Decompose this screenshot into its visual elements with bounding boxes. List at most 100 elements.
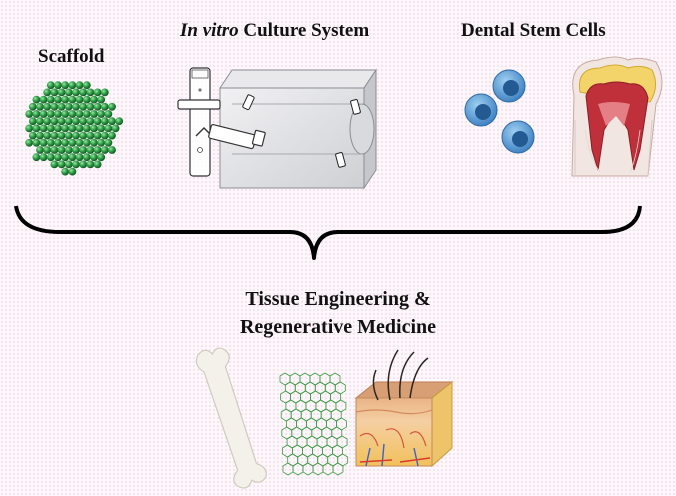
scaffold-bead (46, 124, 55, 133)
scaffold-bead (28, 131, 37, 140)
nanotube-cell (335, 399, 347, 413)
scaffold-bead (72, 88, 80, 97)
scaffold-bead (72, 131, 80, 140)
scaffold-bead (54, 153, 62, 162)
stem-cell-icon (464, 93, 498, 127)
scaffold-bead (61, 153, 70, 162)
scaffold-bead (54, 124, 62, 133)
scaffold-bead (75, 138, 84, 147)
scaffold-bead (61, 138, 70, 147)
scaffold-bead (50, 146, 59, 154)
scaffold-label: Scaffold (38, 46, 105, 67)
scaffold-bead (32, 124, 41, 133)
scaffold-bead (46, 95, 55, 104)
tooth-icon (571, 56, 663, 177)
in-vitro-italic-text: In vitro (180, 20, 239, 41)
scaffold-bead (82, 138, 91, 147)
scaffold-bead (90, 95, 98, 104)
scaffold-bead (64, 117, 73, 126)
scaffold-bead (100, 131, 109, 140)
scaffold-bead (64, 88, 73, 97)
scaffold-bead (97, 124, 106, 133)
scaffold-bead (104, 124, 113, 133)
scaffold-bead (108, 102, 116, 111)
dental-stem-cells-label: Dental Stem Cells (461, 20, 606, 41)
scaffold-bead (93, 117, 102, 126)
scaffold-bead (54, 81, 62, 90)
scaffold-bead (46, 153, 55, 162)
scaffold-bead (108, 146, 116, 154)
scaffold-bead (25, 138, 34, 147)
scaffold-bead (97, 95, 106, 104)
scaffold-bead (79, 160, 88, 169)
scaffold-bead (64, 146, 73, 154)
nanotube-cell (336, 417, 347, 431)
scaffold-bead (68, 153, 77, 162)
tissue-engineering-line: Tissue Engineering & (245, 288, 431, 310)
scaffold-bead (82, 110, 91, 118)
scaffold-bead (75, 81, 84, 90)
scaffold-bead (100, 146, 109, 154)
scaffold-bead (25, 124, 34, 133)
scaffold-bead (36, 102, 44, 111)
nanotube-icon (279, 372, 349, 476)
scaffold-bead (50, 102, 59, 111)
scaffold-bead (86, 102, 95, 111)
scaffold-bead (100, 88, 109, 97)
scaffold-bead (97, 110, 106, 118)
scaffold-bead (61, 124, 70, 133)
regenerative-medicine-line: Regenerative Medicine (239, 316, 437, 338)
scaffold-bead (90, 138, 98, 147)
scaffold-bead (32, 138, 41, 147)
scaffold-bead (79, 131, 88, 140)
scaffold-bead (32, 110, 41, 118)
scaffold-bead (28, 117, 37, 126)
scaffold-bead (75, 124, 84, 133)
scaffold-bead (50, 88, 59, 97)
scaffold-bead (72, 117, 80, 126)
scaffold-bead (57, 146, 66, 154)
nanotube-cell (282, 462, 294, 476)
scaffold-bead (79, 146, 88, 154)
scaffold-bead (46, 138, 55, 147)
scaffold-bead (86, 160, 95, 169)
scaffold-bead (100, 102, 109, 111)
scaffold-bead (108, 131, 116, 140)
scaffold-bead (43, 146, 52, 154)
culture-system-label: In vitro Culture System (180, 20, 369, 42)
scaffold-bead (82, 124, 91, 133)
stem-cell-icon (492, 69, 526, 103)
scaffold-bead (61, 167, 70, 176)
scaffold-bead (32, 95, 41, 104)
nanotube-cell (332, 462, 344, 476)
stem-cell-group (464, 69, 535, 154)
scaffold-bead (82, 95, 91, 104)
scaffold-bead (68, 124, 77, 133)
nanotube-cell (312, 462, 324, 476)
scaffold-bead (64, 160, 73, 169)
scaffold-bead (93, 131, 102, 140)
scaffold-bead (111, 124, 120, 133)
scaffold-bead (36, 117, 44, 126)
scaffold-bead (54, 110, 62, 118)
nanotube-cell (302, 462, 314, 476)
scaffold-bead (93, 146, 102, 154)
scaffold-bead (86, 131, 95, 140)
scaffold-bead (79, 88, 88, 97)
scaffold-bead (115, 117, 124, 126)
scaffold-bead (79, 117, 88, 126)
scaffold-bead (104, 138, 113, 147)
scaffold-bead (75, 153, 84, 162)
scaffold-bead (90, 110, 98, 118)
scaffold-bead (72, 160, 80, 169)
scaffold-bead (32, 153, 41, 162)
scaffold-bead (68, 167, 77, 176)
scaffold-bead (82, 153, 91, 162)
scaffold-bead (43, 131, 52, 140)
scaffold-bead (36, 131, 44, 140)
scaffold-bead (57, 131, 66, 140)
scaffold-bead (93, 160, 102, 169)
scaffold-bead (97, 138, 106, 147)
scaffold-bead (39, 95, 48, 104)
